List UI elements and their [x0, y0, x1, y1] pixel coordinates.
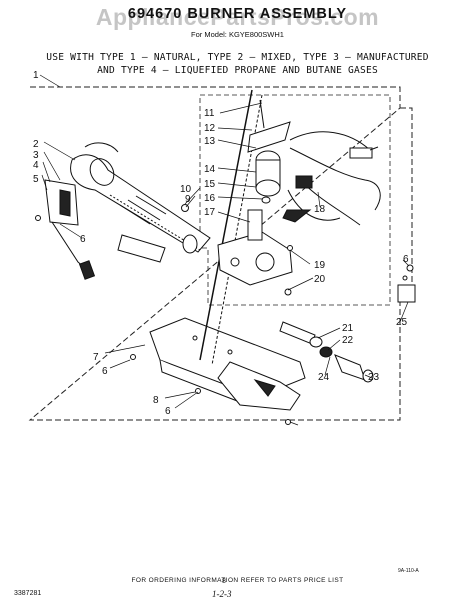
ordering-note: FOR ORDERING INFORMATION REFER TO PARTS … — [131, 577, 344, 584]
callout-5: 5 — [33, 174, 39, 185]
callout-labels: 1 2 3 4 5 6 7 6 8 6 9 10 11 12 13 14 15 … — [33, 70, 409, 417]
description-line-1: USE WITH TYPE 1 — NATURAL, TYPE 2 — MIXE… — [46, 52, 429, 63]
leader-lines — [39, 74, 410, 426]
ignitor-bracket — [44, 179, 96, 280]
callout-25: 25 — [396, 317, 408, 328]
callout-1: 1 — [33, 70, 39, 81]
orifice-parts — [279, 288, 374, 383]
callout-15: 15 — [204, 179, 216, 190]
callout-12: 12 — [204, 123, 216, 134]
document-number: 3387281 — [14, 590, 42, 597]
wire-clip — [397, 264, 416, 303]
callout-18: 18 — [314, 204, 326, 215]
callout-24: 24 — [318, 372, 330, 383]
model-line: For Model: KGYE800SWH1 — [191, 30, 284, 39]
watermark: AppliancePartsPros.com — [95, 4, 380, 30]
callout-17: 17 — [204, 207, 216, 218]
callout-16: 16 — [204, 193, 216, 204]
callout-11: 11 — [204, 108, 215, 119]
page-ref: 1-2-3 — [212, 589, 232, 599]
callout-6b: 6 — [102, 366, 108, 377]
callout-23: 23 — [368, 372, 380, 383]
figure-code: 9A-110-A — [398, 568, 419, 574]
callout-2: 2 — [33, 139, 39, 150]
callout-6a: 6 — [80, 234, 86, 245]
page-number: 8 — [222, 578, 226, 585]
burner-tube — [70, 142, 211, 254]
callout-14: 14 — [204, 164, 216, 175]
callout-13: 13 — [204, 136, 216, 147]
callout-10: 10 — [180, 184, 192, 195]
callout-7: 7 — [93, 352, 99, 363]
support-rod — [199, 89, 253, 361]
callout-3: 3 — [33, 150, 39, 161]
screws — [35, 204, 293, 425]
gas-valve — [217, 99, 293, 286]
callout-6c: 6 — [165, 406, 171, 417]
heat-shield — [117, 234, 166, 263]
callout-21: 21 — [342, 323, 354, 334]
callout-22: 22 — [342, 335, 354, 346]
callout-6d: 6 — [403, 254, 409, 265]
callout-8: 8 — [153, 395, 159, 406]
callout-4: 4 — [33, 160, 39, 171]
page-title: 694670 BURNER ASSEMBLY — [127, 6, 348, 22]
wiring-harness — [282, 131, 381, 226]
description-line-2: AND TYPE 4 — LIQUEFIED PROPANE AND BUTAN… — [97, 65, 378, 76]
callout-9: 9 — [185, 194, 191, 205]
mounting-bracket — [149, 317, 306, 411]
callout-20: 20 — [314, 274, 326, 285]
callout-19: 19 — [314, 260, 326, 271]
